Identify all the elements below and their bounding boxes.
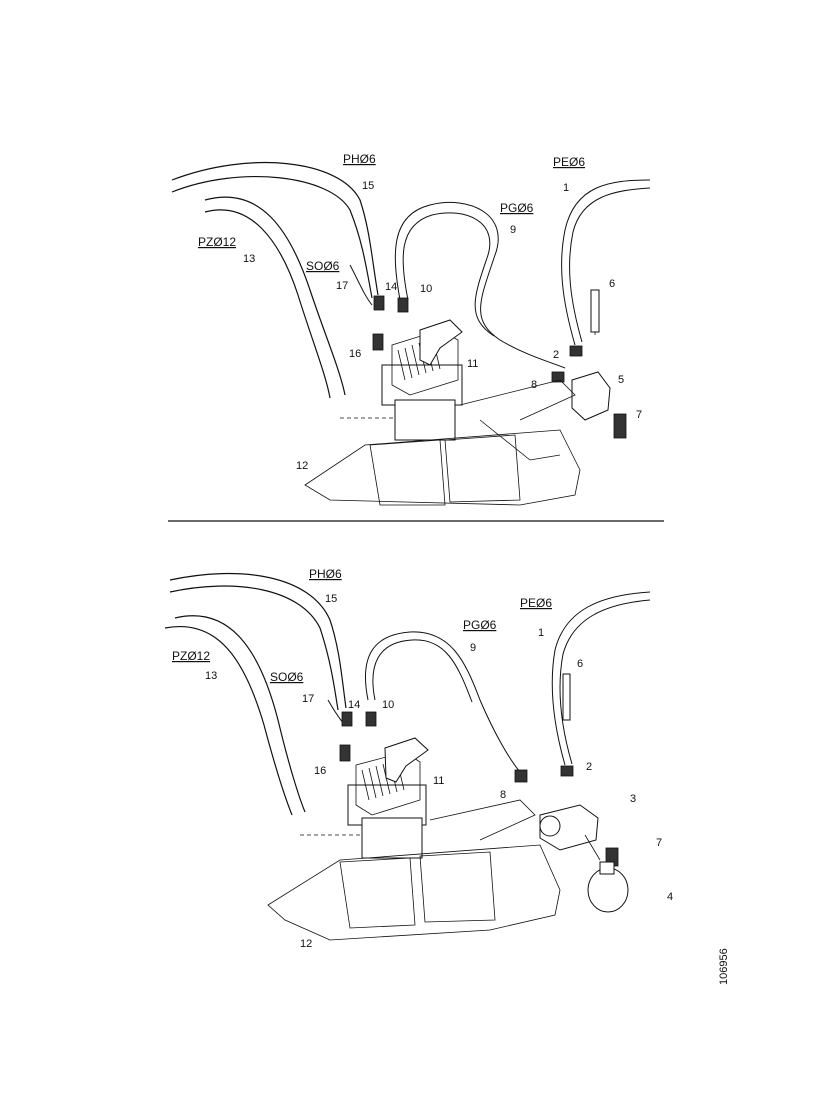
bottom-hose-ph-inner [169, 585, 339, 711]
bottom-num-4: 4 [667, 891, 673, 903]
bottom-label-pz: PZØ12 [172, 649, 210, 663]
top-relay-valve [571, 371, 611, 421]
top-num-15: 15 [362, 180, 374, 192]
bottom-num-1: 1 [538, 627, 544, 639]
bottom-num-9: 9 [470, 642, 476, 654]
top-hose-pg [394, 201, 566, 369]
bottom-hose-pg-inner [372, 639, 473, 703]
bottom-label-ph: PHØ6 [309, 567, 342, 581]
bottom-label-so: SOØ6 [270, 670, 304, 684]
bottom-num-12: 12 [300, 938, 312, 950]
top-hose-so [349, 264, 373, 306]
bottom-num-2: 2 [586, 761, 592, 773]
top-label-pz: PZØ12 [198, 235, 236, 249]
top-fittings [372, 289, 627, 439]
top-num-1: 1 [563, 182, 569, 194]
top-hose-pg-inner [402, 212, 495, 337]
bottom-hose-pe [551, 591, 651, 766]
top-label-pg: PGØ6 [500, 201, 534, 215]
bottom-hose-ph-outer [169, 572, 347, 709]
top-num-7: 7 [636, 409, 642, 421]
top-num-14: 14 [385, 281, 397, 293]
bottom-relay-valve [539, 804, 629, 913]
bottom-num-13: 13 [205, 670, 217, 682]
bottom-diagram: PHØ6 PEØ6 PGØ6 PZØ12 SOØ6 15 1 9 13 6 17… [164, 567, 673, 950]
bottom-control-valve [300, 737, 429, 859]
bottom-num-3: 3 [630, 793, 636, 805]
top-num-2: 2 [553, 349, 559, 361]
bottom-label-pe: PEØ6 [520, 596, 552, 610]
top-hose-pe [561, 179, 651, 346]
bottom-hose-pz-outer [174, 615, 306, 813]
top-num-10: 10 [420, 283, 432, 295]
bottom-label-pg: PGØ6 [463, 618, 497, 632]
top-hose-pe-inner [569, 187, 651, 343]
top-control-valve [340, 319, 463, 441]
top-label-so: SOØ6 [306, 259, 340, 273]
top-hose-ph-outer [171, 161, 379, 296]
top-num-5: 5 [618, 374, 624, 386]
bottom-bracket-plate [267, 799, 561, 941]
bottom-num-8: 8 [500, 789, 506, 801]
bottom-hose-pe-inner [559, 599, 651, 765]
top-num-12: 12 [296, 460, 308, 472]
top-num-17: 17 [336, 280, 348, 292]
figure-reference-code: 106956 [718, 948, 730, 985]
top-num-6: 6 [609, 278, 615, 290]
top-hose-pz-inner [204, 209, 331, 399]
top-hose-pz-outer [204, 196, 346, 396]
bottom-num-6: 6 [577, 658, 583, 670]
bottom-num-11: 11 [433, 775, 444, 787]
top-num-13: 13 [243, 253, 255, 265]
top-bracket-plate [304, 379, 581, 506]
bottom-num-7: 7 [656, 837, 662, 849]
top-hose-ph-inner [171, 175, 373, 299]
top-num-8: 8 [531, 379, 537, 391]
bottom-num-15: 15 [325, 593, 337, 605]
bottom-hose-pg [364, 631, 521, 773]
top-label-ph: PHØ6 [343, 152, 376, 166]
bottom-num-16: 16 [314, 765, 326, 777]
top-num-11: 11 [467, 358, 478, 370]
top-diagram: PHØ6 PEØ6 PGØ6 PZØ12 SOØ6 15 1 9 13 17 1… [171, 152, 651, 506]
top-label-pe: PEØ6 [553, 155, 585, 169]
top-num-9: 9 [510, 224, 516, 236]
bottom-num-17: 17 [302, 693, 314, 705]
bottom-num-10: 10 [382, 699, 394, 711]
bottom-num-14: 14 [348, 699, 360, 711]
bottom-hose-pz-inner [164, 626, 293, 816]
top-num-16: 16 [349, 348, 361, 360]
